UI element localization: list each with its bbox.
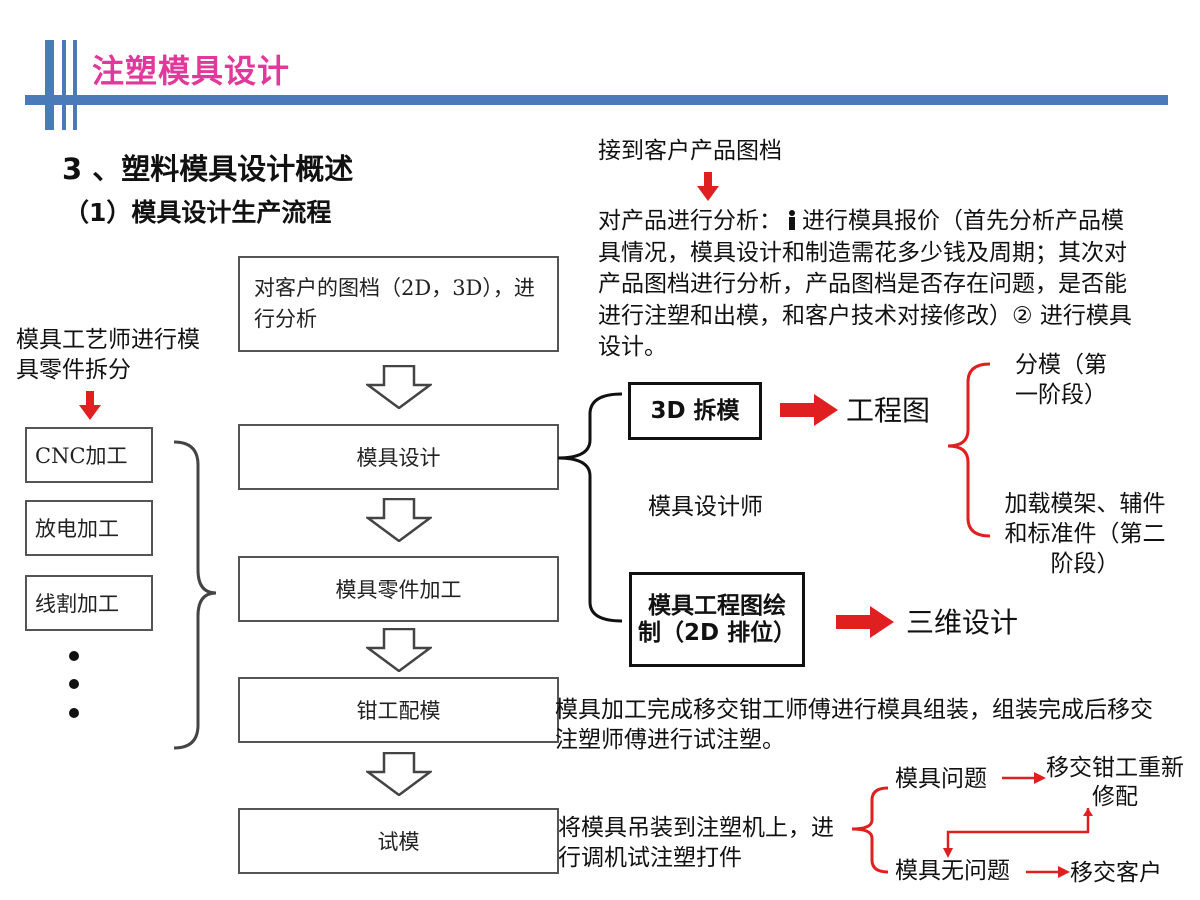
header-horizontal-bar	[25, 95, 1168, 105]
flow-step-trial: 试模	[238, 808, 559, 874]
mold-problem-label: 模具问题	[895, 766, 987, 792]
ellipsis-dot-3	[69, 708, 79, 718]
header-vertical-bar-1	[45, 40, 54, 130]
hollow-down-arrow-3	[366, 628, 432, 672]
edm-machining-box: 放电加工	[25, 500, 153, 556]
box-3d-split: 3D 拆模	[628, 382, 762, 440]
process-split-note: 模具工艺师进行模具零件拆分	[16, 327, 200, 383]
ellipsis-dot-1	[69, 651, 79, 661]
section-heading: 3 、塑料模具设计概述	[62, 152, 354, 186]
box-2d-layout: 模具工程图绘制（2D 排位）	[629, 572, 805, 667]
cnc-machining-box: CNC加工	[25, 427, 153, 483]
red-down-arrow-top	[697, 172, 719, 206]
stage-red-brace	[947, 362, 991, 538]
engineering-drawing-label: 工程图	[846, 394, 931, 427]
header-vertical-bar-3	[73, 40, 77, 130]
box-2d-layout-text: 模具工程图绘制（2D 排位）	[638, 593, 797, 646]
product-analysis-text: 对产品进行分析：进行模具报价（首先分析产品模具情况，模具设计和制造需花多少钱及周…	[598, 206, 1143, 364]
load-frame-stage: 加载模架、辅件和标准件（第二阶段）	[1004, 491, 1166, 577]
flow-step-part-machining: 模具零件加工	[238, 556, 559, 622]
ellipsis-dot-2	[69, 679, 79, 689]
split-mold-stage: 分模（第一阶段）	[1015, 352, 1107, 409]
fitter-handover-note: 模具加工完成移交钳工师傅进行模具组装，组装完成后移交注塑师傅进行试注塑。	[555, 697, 1153, 753]
flow-step-mold-design: 模具设计	[238, 424, 559, 490]
flow-step-analysis: 对客户的图档（2D，3D），进行分析	[238, 256, 559, 352]
design-branch-brace	[557, 392, 623, 623]
analysis-rest: 进行模具报价（首先分析产品模具情况，模具设计和制造需花多少钱及周期；其次对产品图…	[598, 208, 1132, 360]
flow-step-analysis-text: 对客户的图档（2D，3D），进行分析	[254, 275, 535, 332]
hollow-down-arrow-4	[366, 752, 432, 796]
refit-return-connector	[943, 808, 1093, 858]
hollow-down-arrow-1	[366, 365, 432, 409]
trial-note: 将模具吊装到注塑机上，进行调机试注塑打件	[558, 815, 834, 871]
person-icon	[789, 210, 795, 230]
red-right-arrow-1	[780, 394, 838, 426]
red-thin-arrow-2	[1026, 866, 1070, 878]
header-vertical-bar-2	[62, 40, 66, 130]
mold-designer-label: 模具设计师	[648, 494, 763, 520]
flow-step-fitting: 钳工配模	[238, 677, 559, 743]
analysis-prefix: 对产品进行分析：	[598, 208, 782, 234]
red-right-arrow-2	[836, 606, 894, 638]
three-d-design-label: 三维设计	[906, 606, 1019, 639]
no-problem-label: 模具无问题	[895, 858, 1010, 884]
trial-red-brace	[851, 786, 889, 874]
red-down-arrow-left	[79, 391, 101, 425]
refit-label: 移交钳工重新修配	[1046, 755, 1184, 810]
hollow-down-arrow-2	[366, 498, 432, 542]
left-group-brace	[173, 440, 217, 750]
red-thin-arrow-1	[1002, 772, 1046, 784]
wire-cut-box: 线割加工	[25, 575, 153, 631]
receive-drawings-label: 接到客户产品图档	[598, 138, 782, 164]
section-subheading-text: （1）模具设计生产流程	[64, 198, 332, 227]
deliver-customer-label: 移交客户	[1070, 860, 1162, 886]
section-subheading: （1）模具设计生产流程	[64, 196, 369, 248]
page-title: 注塑模具设计	[92, 52, 291, 90]
